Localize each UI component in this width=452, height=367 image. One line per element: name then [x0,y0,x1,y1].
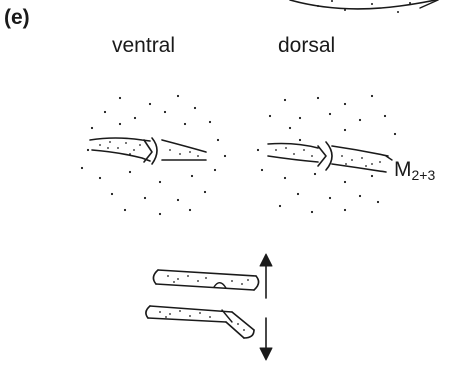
straight-vein [153,270,258,290]
bent-vein [146,306,254,338]
down-arrow-icon [260,318,272,360]
straight-vein-stipple [167,275,249,285]
up-arrow-icon [260,254,272,298]
ventral-vein [90,138,206,164]
ventral-stipple-field [81,95,226,215]
dorsal-vein [268,142,392,172]
wing-edge-fragment [290,0,452,13]
dorsal-joint [318,146,326,166]
dorsal-vein-stipple [275,147,381,167]
